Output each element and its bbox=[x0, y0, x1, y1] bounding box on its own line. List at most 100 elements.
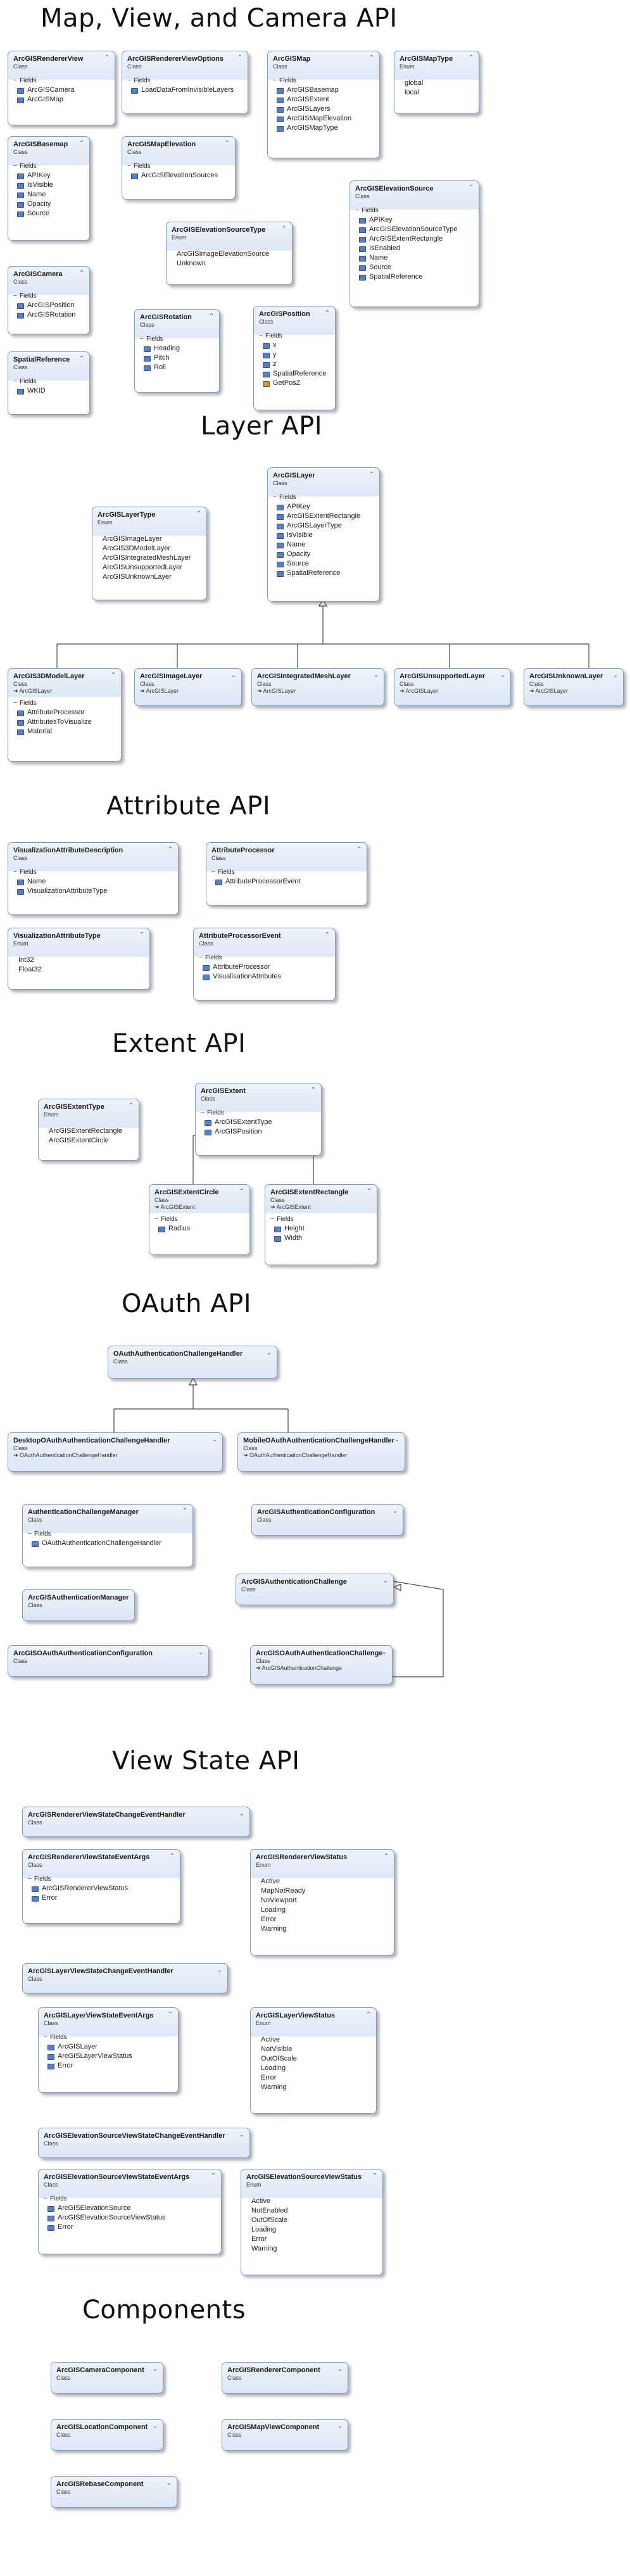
collapse-chevron-icon[interactable]: ⌄ bbox=[217, 1967, 223, 1974]
collapse-chevron-icon[interactable]: ⌄ bbox=[123, 1593, 130, 1600]
collapse-chevron-icon[interactable]: ⌃ bbox=[167, 2011, 173, 2018]
collapse-chevron-icon[interactable]: ⌃ bbox=[79, 270, 85, 277]
fields-section-toggle[interactable]: −Fields bbox=[273, 77, 296, 84]
fields-section-toggle[interactable]: −Fields bbox=[211, 869, 235, 876]
fields-section-toggle[interactable]: −Fields bbox=[44, 2195, 67, 2202]
collapse-chevron-icon[interactable]: ⌃ bbox=[356, 846, 362, 853]
enum-renderer-view-status[interactable]: ArcGISRendererViewStatus Enum ⌃ Active M… bbox=[250, 1849, 394, 1955]
collapse-chevron-icon[interactable]: ⌄ bbox=[394, 1436, 400, 1443]
collapse-chevron-icon[interactable]: ⌄ bbox=[239, 1810, 245, 1817]
class-arcgis-camera[interactable]: ArcGISCamera Class ⌃ −Fields ArcGISPosit… bbox=[8, 266, 90, 334]
collapse-chevron-icon[interactable]: ⌃ bbox=[369, 471, 375, 478]
fields-section-toggle[interactable]: −Fields bbox=[13, 293, 37, 300]
collapse-chevron-icon[interactable]: ⌃ bbox=[167, 846, 173, 853]
class-arcgis-camera-component[interactable]: ArcGISCameraComponent Class ⌄ bbox=[51, 2362, 163, 2394]
fields-section-toggle[interactable]: −Fields bbox=[270, 1216, 294, 1223]
class-arcgis-extent-circle[interactable]: ArcGISExtentCircle Class ➜ ArcGISExtent … bbox=[149, 1184, 250, 1255]
fields-section-toggle[interactable]: −Fields bbox=[13, 77, 37, 84]
class-attribute-processor[interactable]: AttributeProcessor Class ⌃ −Fields Attri… bbox=[206, 842, 367, 906]
enum-arcgis-map-type[interactable]: ArcGISMapType Enum ⌃ global local bbox=[394, 51, 479, 114]
class-arcgis-3d-model-layer[interactable]: ArcGIS3DModelLayer Class ➜ ArcGISLayer ⌃… bbox=[8, 668, 122, 762]
collapse-chevron-icon[interactable]: ⌄ bbox=[337, 2423, 343, 2430]
fields-section-toggle[interactable]: −Fields bbox=[127, 163, 151, 170]
class-arcgis-map-view-component[interactable]: ArcGISMapViewComponent Class ⌄ bbox=[222, 2419, 348, 2451]
collapse-chevron-icon[interactable]: ⌃ bbox=[224, 140, 230, 147]
class-layer-view-state-event-args[interactable]: ArcGISLayerViewStateEventArgs Class ⌃ −F… bbox=[38, 2007, 179, 2093]
class-arcgis-rebase-component[interactable]: ArcGISRebaseComponent Class ⌄ bbox=[51, 2476, 177, 2508]
class-arcgis-elevation-source[interactable]: ArcGISElevationSource Class ⌃ −Fields AP… bbox=[350, 180, 479, 307]
collapse-chevron-icon[interactable]: ⌃ bbox=[324, 931, 331, 938]
collapse-chevron-icon[interactable]: ⌄ bbox=[211, 1436, 218, 1443]
collapse-chevron-icon[interactable]: ⌄ bbox=[198, 1649, 204, 1656]
class-renderer-view-state-change-event-handler[interactable]: ArcGISRendererViewStateChangeEventHandle… bbox=[22, 1807, 250, 1837]
collapse-chevron-icon[interactable]: ⌄ bbox=[382, 1577, 389, 1584]
collapse-chevron-icon[interactable]: ⌄ bbox=[337, 2366, 343, 2373]
collapse-chevron-icon[interactable]: ⌃ bbox=[210, 2173, 217, 2180]
class-oauth-authentication-challenge-handler[interactable]: OAuthAuthenticationChallengeHandler Clas… bbox=[108, 1346, 277, 1379]
class-arcgis-renderer-component[interactable]: ArcGISRendererComponent Class ⌄ bbox=[222, 2362, 348, 2394]
collapse-chevron-icon[interactable]: ⌃ bbox=[372, 2173, 378, 2180]
class-desktop-oauth-authentication-challenge-handler[interactable]: DesktopOAuthAuthenticationChallengeHandl… bbox=[8, 1432, 223, 1472]
class-arcgis-integrated-mesh-layer[interactable]: ArcGISIntegratedMeshLayer Class ➜ ArcGIS… bbox=[251, 668, 384, 706]
collapse-chevron-icon[interactable]: ⌃ bbox=[110, 672, 117, 679]
collapse-chevron-icon[interactable]: ⌄ bbox=[166, 2480, 172, 2487]
fields-section-toggle[interactable]: −Fields bbox=[13, 163, 37, 170]
collapse-chevron-icon[interactable]: ⌃ bbox=[237, 54, 243, 61]
collapse-chevron-icon[interactable]: ⌃ bbox=[169, 1853, 175, 1860]
collapse-chevron-icon[interactable]: ⌃ bbox=[365, 2011, 372, 2018]
collapse-chevron-icon[interactable]: ⌃ bbox=[139, 931, 145, 938]
fields-section-toggle[interactable]: −Fields bbox=[199, 954, 222, 961]
collapse-chevron-icon[interactable]: ⌄ bbox=[392, 1508, 398, 1515]
class-elevation-source-view-state-change-event-handler[interactable]: ArcGISElevationSourceViewStateChangeEven… bbox=[38, 2128, 250, 2158]
collapse-chevron-icon[interactable]: ⌃ bbox=[468, 54, 474, 61]
class-arcgis-extent[interactable]: ArcGISExtent Class ⌃ −Fields ArcGISExten… bbox=[195, 1083, 322, 1156]
collapse-chevron-icon[interactable]: ⌄ bbox=[152, 2366, 158, 2373]
collapse-chevron-icon[interactable]: ⌄ bbox=[239, 2131, 245, 2138]
collapse-chevron-icon[interactable]: ⌃ bbox=[196, 510, 202, 517]
class-arcgis-oauth-authentication-challenge[interactable]: ArcGISOAuthAuthenticationChallenge Class… bbox=[250, 1645, 393, 1684]
class-arcgis-location-component[interactable]: ArcGISLocationComponent Class ⌄ bbox=[51, 2419, 163, 2451]
fields-section-toggle[interactable]: −Fields bbox=[140, 336, 163, 343]
fields-section-toggle[interactable]: −Fields bbox=[44, 2034, 67, 2041]
class-arcgis-authentication-challenge[interactable]: ArcGISAuthenticationChallenge Class ⌄ bbox=[236, 1574, 394, 1605]
class-renderer-view-state-event-args[interactable]: ArcGISRendererViewStateEventArgs Class ⌃… bbox=[22, 1849, 180, 1924]
collapse-chevron-icon[interactable]: ⌄ bbox=[266, 1349, 272, 1356]
collapse-chevron-icon[interactable]: ⌃ bbox=[182, 1508, 188, 1515]
class-arcgis-extent-rectangle[interactable]: ArcGISExtentRectangle Class ➜ ArcGISExte… bbox=[265, 1184, 377, 1265]
enum-visualization-attribute-type[interactable]: VisualizationAttributeType Enum ⌃ Int32 … bbox=[8, 928, 150, 990]
collapse-chevron-icon[interactable]: ⌃ bbox=[104, 54, 110, 61]
enum-arcgis-layer-type[interactable]: ArcGISLayerType Enum ⌃ ArcGISImageLayer … bbox=[92, 507, 207, 600]
class-arcgis-map[interactable]: ArcGISMap Class ⌃ −Fields ArcGISBasemap … bbox=[267, 51, 380, 158]
collapse-chevron-icon[interactable]: ⌄ bbox=[152, 2423, 158, 2430]
enum-arcgis-extent-type[interactable]: ArcGISExtentType Enum ⌃ ArcGISExtentRect… bbox=[38, 1099, 139, 1161]
class-attribute-processor-event[interactable]: AttributeProcessorEvent Class ⌃ −Fields … bbox=[193, 928, 336, 1001]
collapse-chevron-icon[interactable]: ⌃ bbox=[79, 140, 85, 147]
class-arcgis-renderer-view[interactable]: ArcGISRendererView Class ⌃ −Fields ArcGI… bbox=[8, 51, 115, 125]
class-layer-view-state-change-event-handler[interactable]: ArcGISLayerViewStateChangeEventHandler C… bbox=[22, 1963, 228, 1993]
fields-section-toggle[interactable]: −Fields bbox=[273, 494, 296, 501]
class-spatial-reference[interactable]: SpatialReference Class ⌃ −Fields WKID bbox=[8, 351, 90, 415]
collapse-chevron-icon[interactable]: ⌃ bbox=[239, 1188, 245, 1195]
collapse-chevron-icon[interactable]: ⌃ bbox=[281, 225, 287, 232]
fields-section-toggle[interactable]: −Fields bbox=[127, 77, 151, 84]
class-arcgis-layer[interactable]: ArcGISLayer Class ⌃ −Fields APIKey ArcGI… bbox=[267, 467, 380, 602]
collapse-chevron-icon[interactable]: ⌃ bbox=[369, 54, 375, 61]
collapse-chevron-icon[interactable]: ⌃ bbox=[128, 1102, 134, 1109]
fields-section-toggle[interactable]: −Fields bbox=[13, 869, 37, 876]
collapse-chevron-icon[interactable]: ⌃ bbox=[468, 184, 474, 191]
enum-arcgis-elevation-source-type[interactable]: ArcGISElevationSourceType Enum ⌃ ArcGISI… bbox=[166, 222, 293, 285]
class-arcgis-authentication-configuration[interactable]: ArcGISAuthenticationConfiguration Class … bbox=[251, 1504, 403, 1536]
class-authentication-challenge-manager[interactable]: AuthenticationChallengeManager Class ⌃ −… bbox=[22, 1504, 193, 1567]
collapse-chevron-icon[interactable]: ⌄ bbox=[612, 672, 619, 679]
fields-section-toggle[interactable]: −Fields bbox=[259, 332, 282, 339]
collapse-chevron-icon[interactable]: ⌃ bbox=[208, 313, 215, 320]
fields-section-toggle[interactable]: −Fields bbox=[355, 207, 379, 214]
class-arcgis-unknown-layer[interactable]: ArcGISUnknownLayer Class ➜ ArcGISLayer ⌄ bbox=[524, 668, 624, 706]
fields-section-toggle[interactable]: −Fields bbox=[13, 378, 37, 385]
class-mobile-oauth-authentication-challenge-handler[interactable]: MobileOAuthAuthenticationChallengeHandle… bbox=[237, 1432, 405, 1472]
fields-section-toggle[interactable]: −Fields bbox=[28, 1531, 51, 1537]
class-arcgis-rotation[interactable]: ArcGISRotation Class ⌃ −Fields Heading P… bbox=[134, 309, 220, 393]
collapse-chevron-icon[interactable]: ⌃ bbox=[324, 310, 331, 317]
class-arcgis-map-elevation[interactable]: ArcGISMapElevation Class ⌃ −Fields ArcGI… bbox=[122, 136, 236, 199]
class-visualization-attribute-description[interactable]: VisualizationAttributeDescription Class … bbox=[8, 842, 179, 915]
